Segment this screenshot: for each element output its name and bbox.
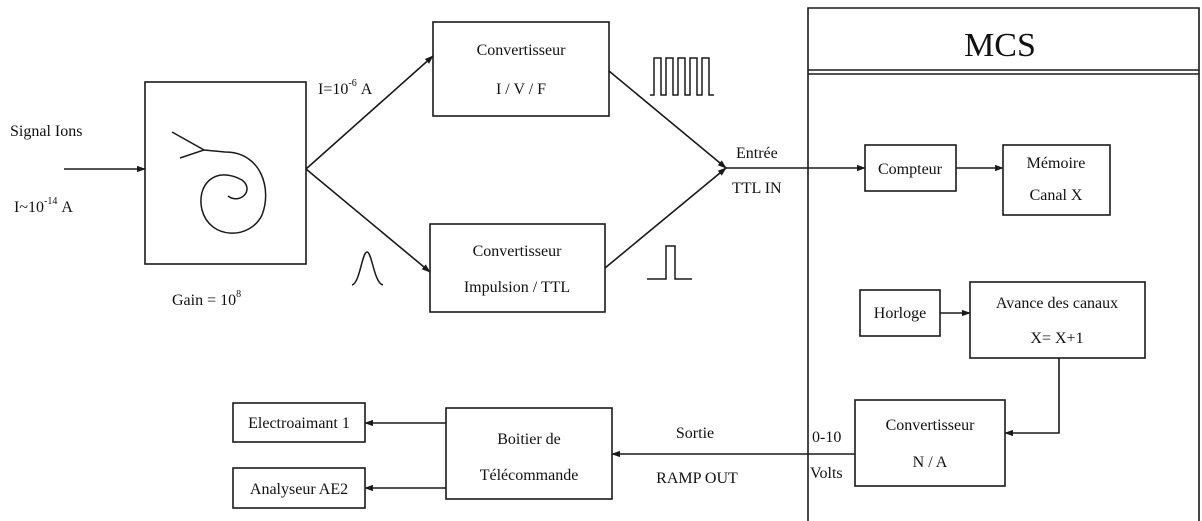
analyser-box: Analyseur AE2	[232, 467, 366, 509]
ttl-pulse-icon	[647, 245, 692, 280]
svg-text:Convertisseur: Convertisseur	[477, 42, 567, 59]
svg-text:Impulsion / TTL: Impulsion / TTL	[464, 279, 570, 296]
converter-pulse-ttl-box: Convertisseur Impulsion / TTL	[429, 223, 606, 313]
mcs-panel: MCS	[807, 7, 1200, 521]
svg-text:X= X+1: X= X+1	[1030, 330, 1083, 347]
svg-text:Canal X: Canal X	[1030, 187, 1083, 204]
ttl-in-label-line1: Entrée	[736, 145, 778, 162]
counter-box: Compteur	[864, 144, 957, 192]
branch-arrow-lower	[305, 168, 431, 273]
signal-ions-label: Signal Ions	[10, 123, 82, 140]
voltage-range-line2: Volts	[810, 465, 843, 482]
analog-pulse-icon	[351, 251, 384, 286]
svg-text:Convertisseur: Convertisseur	[473, 243, 563, 260]
electromagnet-box: Electroaimant 1	[232, 402, 366, 443]
ivf-to-ttl-arrow	[608, 70, 727, 169]
dac-box: Convertisseur N / A	[854, 399, 1006, 487]
svg-text:I / V / F: I / V / F	[496, 81, 546, 98]
channel-advance-box: Avance des canaux X= X+1	[969, 281, 1146, 359]
svg-text:Compteur: Compteur	[878, 161, 943, 178]
clock-box: Horloge	[859, 289, 941, 337]
svg-text:Horloge: Horloge	[874, 305, 926, 322]
svg-text:Télécommande: Télécommande	[480, 467, 579, 484]
advance-to-dac-arrow	[1004, 358, 1060, 437]
svg-text:N / A: N / A	[913, 454, 948, 471]
pulse-to-ttl-arrow	[604, 167, 727, 269]
memory-box: Mémoire Canal X	[1002, 144, 1111, 216]
converter-ivf-box: Convertisseur I / V / F	[432, 21, 610, 117]
svg-text:Analyseur AE2: Analyseur AE2	[250, 481, 348, 498]
ramp-out-label-line2: RAMP OUT	[656, 470, 738, 487]
ttl-in-label-line2: TTL IN	[732, 180, 782, 197]
svg-text:Mémoire: Mémoire	[1027, 155, 1086, 172]
svg-text:Boitier de: Boitier de	[497, 431, 561, 448]
gain-label: Gain = 108	[172, 289, 241, 309]
mcs-title: MCS	[964, 27, 1036, 64]
svg-text:Convertisseur: Convertisseur	[886, 417, 976, 434]
ramp-out-label-line1: Sortie	[676, 425, 714, 442]
voltage-range-line1: 0-10	[812, 429, 841, 446]
svg-text:Avance des canaux: Avance des canaux	[996, 295, 1118, 312]
electron-multiplier-box	[144, 81, 307, 265]
branch-arrow-upper	[305, 55, 434, 170]
remote-control-box: Boitier de Télécommande	[445, 407, 613, 500]
spiral-multiplier-icon	[171, 131, 267, 234]
square-wave-train-icon	[650, 57, 714, 96]
svg-text:Electroaimant 1: Electroaimant 1	[248, 415, 350, 432]
